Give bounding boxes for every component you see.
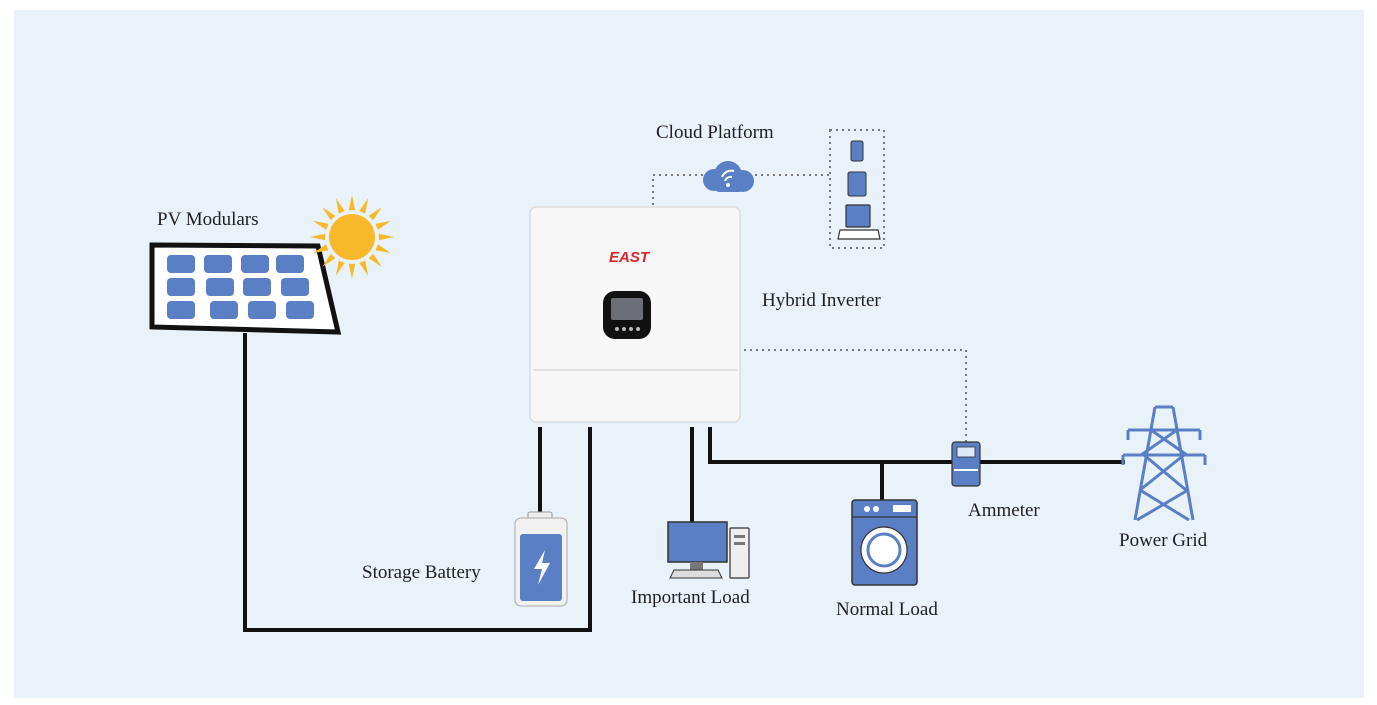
hybrid-inverter-label: Hybrid Inverter (762, 290, 881, 311)
phone-icon (850, 140, 864, 162)
battery-icon (514, 511, 568, 607)
laptop-icon (837, 204, 881, 240)
pv-to-battery-wire (243, 333, 592, 632)
power-grid-label: Power Grid (1119, 530, 1208, 551)
sun-ray (359, 198, 369, 214)
tablet-icon (847, 171, 867, 197)
sun-ray (322, 207, 336, 221)
sun-ray (378, 233, 394, 241)
brand-logo: EAST (609, 249, 651, 266)
sun-ray (368, 253, 382, 267)
pv-panel (149, 242, 342, 335)
sun-ray (322, 253, 336, 267)
sun-ray (359, 260, 369, 276)
devices-box (829, 129, 885, 249)
sun-ray (348, 195, 356, 211)
sun-ray (310, 233, 326, 241)
normal-load-label: Normal Load (836, 599, 938, 620)
computer-icon (667, 521, 750, 579)
power-tower-icon (1121, 405, 1207, 522)
sun-ray (375, 244, 391, 254)
washing-machine-icon (851, 499, 918, 586)
sun-ray (313, 220, 329, 230)
sun-ray (375, 220, 391, 230)
sun-ray (335, 260, 345, 276)
sun-ray (335, 198, 345, 214)
hybrid-inverter: EAST (529, 206, 741, 423)
wires (243, 333, 1125, 632)
ammeter-label: Ammeter (968, 500, 1040, 521)
cloud-link-line (652, 174, 705, 205)
storage-battery-label: Storage Battery (362, 562, 481, 583)
ammeter-icon (951, 441, 981, 487)
grid-line-wire (708, 427, 1125, 464)
monitoring-devices (837, 140, 881, 240)
important-load-label: Important Load (631, 587, 750, 608)
sun-ray (348, 263, 356, 279)
sun-icon (310, 195, 394, 279)
cloud-icon (703, 161, 754, 192)
pv-modulars-label: PV Modulars (157, 209, 259, 230)
comm-lines (652, 129, 967, 444)
meter-link-line (738, 349, 967, 444)
sun-ray (368, 207, 382, 221)
sun-ray (313, 244, 329, 254)
cloud-platform-label: Cloud Platform (656, 122, 774, 143)
